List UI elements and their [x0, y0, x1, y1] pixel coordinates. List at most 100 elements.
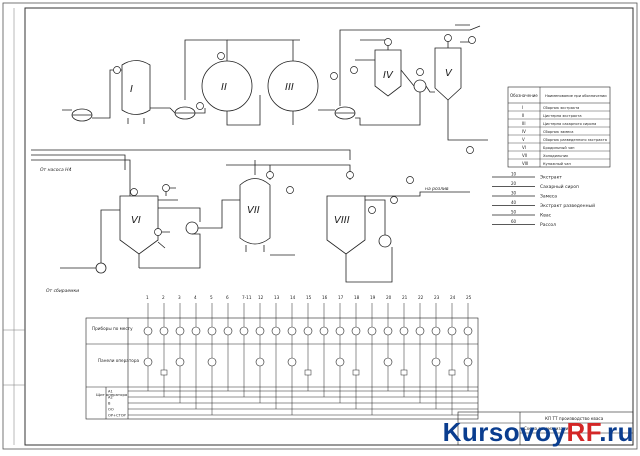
vessel-II — [201, 60, 253, 112]
instrument-number: 22 — [418, 295, 424, 300]
instrument-number: 18 — [354, 295, 360, 300]
bus-line-label: ОО — [108, 408, 114, 412]
instrument-panel — [255, 357, 265, 367]
instrument-local — [175, 326, 185, 336]
instrument-number: 5 — [210, 295, 213, 300]
bus-line-label: В — [108, 402, 111, 406]
bus-line-label: А2 — [108, 396, 113, 400]
instrument-number: 6 — [226, 295, 229, 300]
row-label-bus: Щит оператора — [96, 392, 127, 397]
label-vessel-IV: IV — [383, 70, 394, 81]
instrument-local — [335, 326, 345, 336]
line-legend-code: 10 — [511, 172, 517, 177]
stamp-subtitle: Схема автоматизации — [524, 426, 571, 431]
frame-inner — [24, 7, 634, 446]
line-legend-name: Квас — [540, 213, 552, 219]
legend-name: Сборник замеса — [543, 130, 573, 134]
instrument-local — [159, 326, 169, 336]
label-from-pump: От насоса Н4 — [40, 167, 72, 173]
instrument-number: 12 — [258, 295, 264, 300]
instrument-local — [351, 326, 361, 336]
instrument-number: 17 — [338, 295, 344, 300]
instrument-panel — [207, 357, 217, 367]
pump-H2 — [174, 106, 196, 120]
frame-outer — [2, 2, 638, 450]
instrument-local — [319, 326, 329, 336]
instrument-local — [447, 326, 457, 336]
legend-header-code: Обозначение — [510, 93, 538, 98]
instrument-number: 3 — [178, 295, 181, 300]
line-legend-code: 50 — [511, 210, 517, 215]
row-label-local: Приборы по месту — [92, 326, 133, 331]
line-legend-name: Экстракт разведенный — [540, 202, 595, 209]
instrument-panel — [175, 357, 185, 367]
instrument-number: 2 — [162, 295, 165, 300]
bus-line-label: ОР+СТОР — [108, 414, 127, 418]
instrument-panel-device — [400, 369, 408, 376]
line-legend-name: Рассол — [540, 222, 556, 228]
label-to-filling: на розлив — [425, 187, 449, 192]
label-from-dosing: От сбираемки — [46, 288, 79, 294]
label-vessel-II: II — [221, 82, 227, 93]
title-stamp — [457, 411, 634, 446]
instrument-number: 24 — [450, 295, 456, 300]
legend-code: V — [522, 137, 525, 142]
instrument-number: 15 — [306, 295, 312, 300]
instrument-panel-device — [304, 369, 312, 376]
legend-code: III — [522, 121, 526, 126]
equipment-legend: Обозначение Наименование при обозначении… — [507, 86, 611, 168]
row-label-panel: Панели оператора — [98, 358, 140, 363]
stamp-code: КП ТТ производство кваса — [545, 416, 604, 421]
instrument-local — [431, 326, 441, 336]
pump-H3 — [334, 106, 356, 120]
instrument-number: 19 — [370, 295, 376, 300]
label-vessel-VIII: VIII — [334, 215, 350, 226]
stream-labels: От насоса Н4 на розлив От сбираемки — [40, 167, 449, 294]
line-legend-name: Сахарный сироп — [540, 183, 579, 190]
legend-name: Бродильный чан — [543, 146, 575, 150]
legend-name: Сборник разведенного экстракта — [543, 138, 607, 142]
label-vessel-VII: VII — [247, 205, 260, 216]
label-vessel-I: I — [130, 84, 133, 95]
line-legend-name: Замеса — [540, 194, 557, 200]
instrument-number: 25 — [466, 295, 472, 300]
legend-code: VI — [522, 145, 526, 150]
process-instruments — [113, 34, 476, 236]
legend-header-name: Наименование при обозначении — [545, 94, 607, 98]
instrument-number: 23 — [434, 295, 440, 300]
label-vessel-V: V — [445, 68, 453, 79]
instrument-local — [191, 326, 201, 336]
legend-name: Сборник экстракта — [543, 106, 579, 110]
instrument-panel-device — [160, 369, 168, 376]
pump-H5 — [95, 262, 107, 274]
instrument-local — [383, 326, 393, 336]
instrument-local — [143, 326, 153, 336]
instrument-panel — [383, 357, 393, 367]
vessel-VI — [119, 195, 159, 268]
instrument-panel — [463, 357, 473, 367]
watermark: KursovoyRF.ru — [443, 417, 634, 448]
instrument-number: 7-11 — [242, 295, 252, 300]
pump-H7 — [378, 234, 392, 248]
control-table — [85, 317, 479, 420]
instrument-panel — [431, 357, 441, 367]
instrument-number: 4 — [194, 295, 197, 300]
instrument-number: 21 — [402, 295, 408, 300]
instrument-local — [463, 326, 473, 336]
vessel-VIII — [326, 195, 366, 268]
instrument-local — [271, 326, 281, 336]
instrument-local — [303, 326, 313, 336]
instrument-local — [415, 326, 425, 336]
legend-name: Холодильник — [543, 154, 569, 158]
legend-code: VIII — [522, 161, 528, 166]
vessel-IV — [374, 49, 402, 97]
instrument-number: 13 — [274, 295, 280, 300]
instrument-number: 1 — [146, 295, 149, 300]
pump-H1 — [71, 108, 93, 122]
label-vessel-III: III — [285, 82, 294, 93]
instrument-number: 14 — [290, 295, 296, 300]
